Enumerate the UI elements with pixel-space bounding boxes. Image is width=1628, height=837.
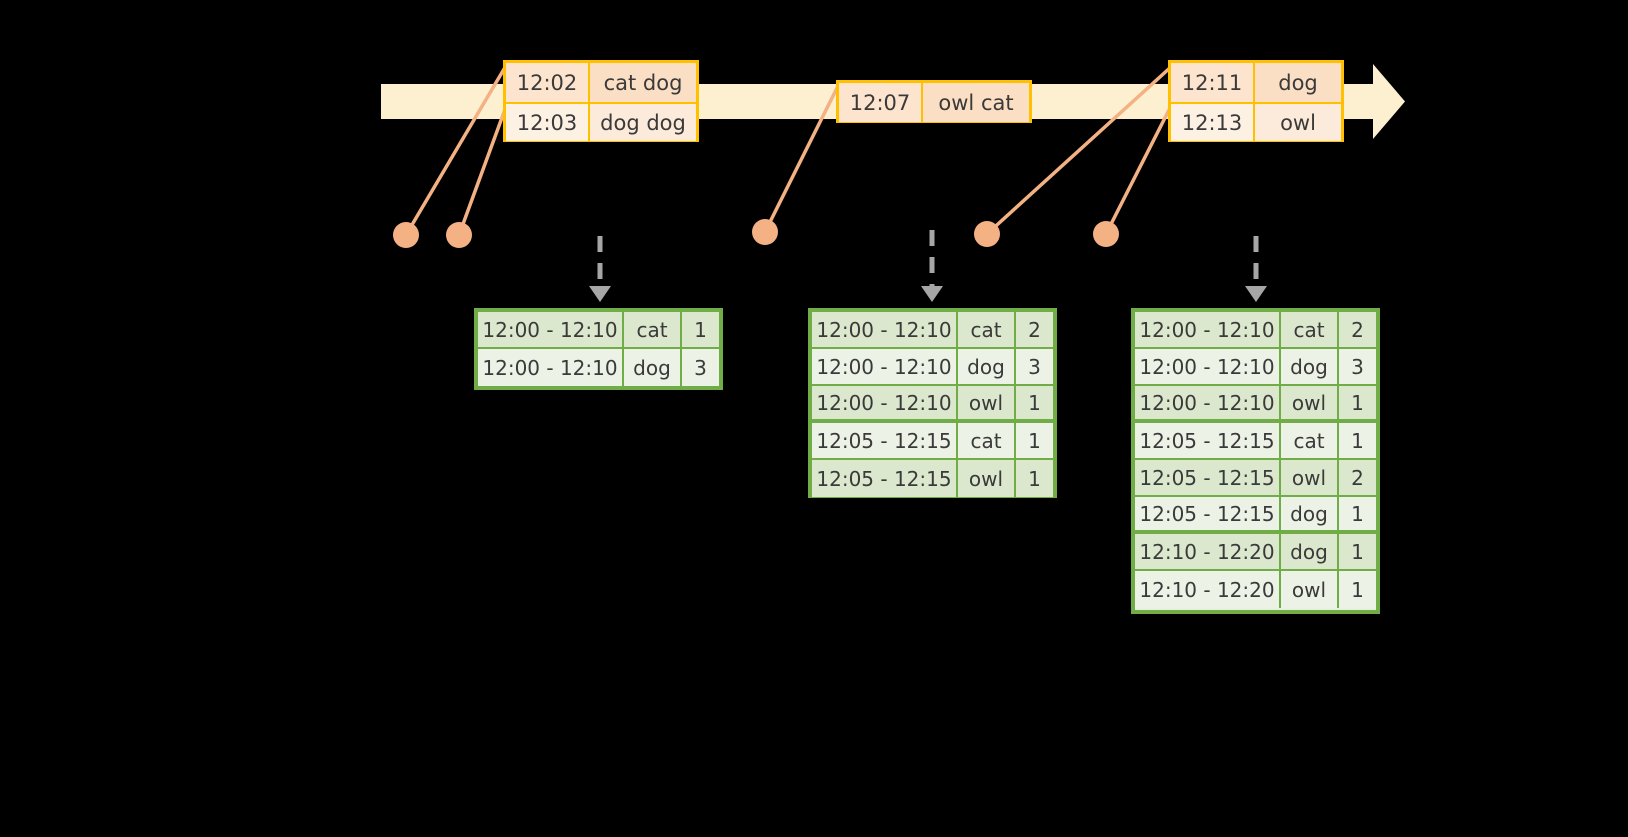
cell-count: 1 [1339,571,1376,608]
cell-count: 1 [1339,423,1376,458]
cell-word: owl [1281,460,1339,495]
event-dot-1[interactable] [393,222,419,248]
cell-count: 3 [1339,349,1376,384]
cell-count: 2 [1339,312,1376,347]
cell-count: 1 [1339,386,1376,419]
cell-window: 12:00 - 12:10 [812,386,958,419]
event-timestamp: 12:03 [506,104,590,141]
cell-window: 12:00 - 12:10 [812,349,958,384]
event-words: cat dog [590,63,696,102]
cell-count: 2 [1016,312,1053,347]
connector-line-3 [763,80,842,234]
event-dot-3[interactable] [752,219,778,245]
event-words: dog [1255,63,1341,102]
cell-count: 1 [1016,423,1053,458]
cell-word: dog [1281,497,1339,530]
cell-window: 12:00 - 12:10 [1135,386,1281,419]
connector-line-1 [404,62,509,237]
cell-count: 2 [1339,460,1376,495]
connector-line-5 [1104,102,1174,236]
connector-dots [393,219,1119,248]
cell-word: dog [624,349,682,386]
cell-window: 12:00 - 12:10 [478,349,624,386]
cell-word: dog [1281,534,1339,569]
cell-window: 12:05 - 12:15 [1135,460,1281,495]
cell-window: 12:00 - 12:10 [812,312,958,347]
cell-count: 1 [1016,386,1053,419]
cell-count: 1 [682,312,719,347]
event-timestamp: 12:02 [506,63,590,102]
cell-word: owl [1281,386,1339,419]
cell-window: 12:00 - 12:10 [1135,312,1281,347]
event-timestamp: 12:11 [1171,63,1255,102]
dashed-arrows [589,230,1267,302]
dashed-arrow-head-1 [589,286,611,302]
cell-count: 3 [1016,349,1053,384]
cell-word: dog [958,349,1016,384]
cell-window: 12:10 - 12:20 [1135,534,1281,569]
cell-count: 1 [1016,460,1053,497]
event-timestamp: 12:07 [839,83,923,122]
event-words: owl cat [923,83,1029,122]
event-dot-5[interactable] [1093,221,1119,247]
cell-window: 12:00 - 12:10 [478,312,624,347]
cell-word: owl [958,386,1016,419]
cell-window: 12:05 - 12:15 [1135,423,1281,458]
cell-word: cat [1281,423,1339,458]
cell-window: 12:00 - 12:10 [1135,349,1281,384]
event-dot-2[interactable] [446,222,472,248]
event-dot-4[interactable] [974,221,1000,247]
cell-word: owl [958,460,1016,497]
cell-word: dog [1281,349,1339,384]
event-timestamp: 12:13 [1171,104,1255,141]
cell-count: 3 [682,349,719,386]
cell-word: cat [624,312,682,347]
cell-window: 12:05 - 12:15 [1135,497,1281,530]
cell-count: 1 [1339,497,1376,530]
cell-word: cat [958,312,1016,347]
cell-window: 12:05 - 12:15 [812,423,958,458]
cell-window: 12:10 - 12:20 [1135,571,1281,608]
cell-word: owl [1281,571,1339,608]
dashed-arrow-head-3 [1245,286,1267,302]
cell-word: cat [958,423,1016,458]
cell-window: 12:05 - 12:15 [812,460,958,497]
event-words: dog dog [590,104,696,141]
event-words: owl [1255,104,1341,141]
cell-word: cat [1281,312,1339,347]
cell-count: 1 [1339,534,1376,569]
connector-line-2 [457,102,509,237]
timeline-arrowhead [1373,64,1405,139]
dashed-arrow-head-2 [921,286,943,302]
